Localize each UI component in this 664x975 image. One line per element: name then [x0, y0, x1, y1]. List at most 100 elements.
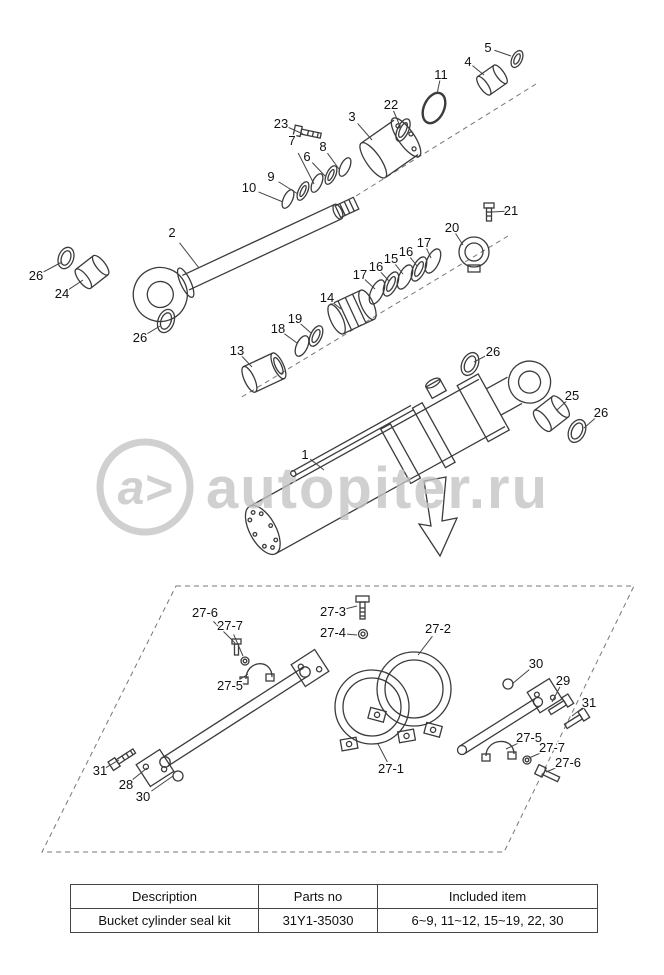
leader-line-26	[145, 325, 161, 336]
leader-line-5	[494, 49, 512, 57]
part-callout-27-6: 27-6	[192, 605, 218, 620]
part-washer-27-7-left	[240, 656, 250, 666]
part-callout-16: 16	[369, 259, 383, 274]
part-seal-stack-15-17	[368, 248, 442, 305]
part-callout-10: 10	[242, 180, 256, 195]
part-callout-17: 17	[417, 235, 431, 250]
cell-parts-no: 31Y1-35030	[258, 908, 378, 933]
watermark: a> autopiter.ru	[96, 438, 549, 536]
leader-line-27-6	[545, 765, 563, 773]
part-callout-27-2: 27-2	[425, 621, 451, 636]
watermark-site: autopiter.ru	[206, 456, 549, 521]
part-ring-26-rodeye	[156, 308, 176, 334]
leader-line-25	[556, 399, 569, 411]
part-callout-15: 15	[384, 251, 398, 266]
part-callout-9: 9	[267, 169, 274, 184]
part-oring-11	[421, 91, 447, 125]
part-clamp-27-2	[367, 651, 452, 739]
part-clamp-20	[458, 236, 490, 273]
part-callout-27-7: 27-7	[539, 740, 565, 755]
leader-line-24	[67, 279, 84, 291]
leader-line-16	[379, 270, 390, 282]
leader-line-10	[258, 191, 284, 203]
leader-line-26	[43, 261, 63, 273]
part-callout-11: 11	[434, 67, 448, 82]
leader-line-27-5	[234, 673, 249, 684]
leader-line-18	[283, 332, 298, 344]
leader-line-30	[511, 669, 530, 685]
part-callout-14: 14	[320, 290, 334, 305]
part-callout-30: 30	[136, 789, 150, 804]
part-callout-27-4: 27-4	[320, 625, 346, 640]
part-ring-26-right	[567, 418, 587, 444]
part-bolt-27-6-right	[533, 763, 561, 783]
part-callout-6: 6	[303, 149, 310, 164]
leader-line-27-1	[377, 743, 388, 763]
part-callout-21: 21	[504, 203, 518, 218]
part-callout-26: 26	[133, 330, 147, 345]
leader-line-9	[278, 181, 299, 195]
table-header-row: Description Parts no Included item	[70, 884, 598, 909]
part-plate-28	[135, 748, 175, 788]
leader-line-27-5	[505, 740, 523, 750]
leader-line-15	[393, 262, 404, 275]
flow-arrow	[417, 476, 459, 558]
watermark-logo-circle	[96, 438, 194, 536]
part-bolt-27-6-left	[231, 638, 242, 656]
part-band-link-left	[159, 648, 330, 768]
part-callout-28: 28	[119, 777, 133, 792]
part-callout-16: 16	[399, 244, 413, 259]
leader-line-17	[425, 246, 432, 259]
col-parts-no: Parts no	[258, 884, 378, 909]
part-bushing-24	[74, 254, 110, 290]
part-bushing-4	[476, 64, 508, 96]
leader-line-7	[297, 152, 315, 185]
part-ring-19	[308, 325, 324, 347]
part-clamp-27-1	[334, 669, 417, 752]
part-callout-4: 4	[464, 54, 471, 69]
leader-line-11	[436, 80, 441, 95]
leader-line-30	[151, 775, 174, 792]
part-ring-18	[294, 335, 310, 357]
part-callout-31: 31	[93, 763, 107, 778]
leader-line-27-2	[417, 635, 433, 656]
part-ring-26-left	[57, 246, 75, 270]
part-washer-27-4	[357, 628, 369, 640]
leader-line-2	[179, 242, 200, 269]
part-callout-22: 22	[384, 97, 398, 112]
part-bolt-29	[547, 693, 575, 716]
cell-included-item: 6~9, 11~12, 15~19, 22, 30	[377, 908, 598, 933]
part-callout-1: 1	[301, 447, 308, 462]
part-ring-22	[395, 118, 411, 142]
part-callout-7: 7	[288, 133, 295, 148]
part-callout-27-7: 27-7	[217, 618, 243, 633]
part-washer-27-7-right	[522, 755, 532, 765]
part-callout-20: 20	[445, 220, 459, 235]
leader-line-31	[105, 759, 120, 769]
leader-line-23	[286, 126, 304, 135]
leader-line-27-7	[233, 634, 244, 657]
leader-line-13	[240, 355, 253, 368]
leader-line-28	[131, 767, 148, 781]
part-ring-30-right	[502, 678, 514, 690]
part-clamp-27-5-right	[481, 740, 517, 762]
leader-line-27-7	[528, 750, 546, 759]
leader-line-29	[551, 686, 561, 703]
leader-line-20	[454, 232, 464, 246]
leader-line-26	[473, 354, 488, 363]
part-callout-25: 25	[565, 388, 579, 403]
part-gland-3	[359, 117, 422, 179]
part-callout-3: 3	[348, 109, 355, 124]
leader-line-14	[330, 300, 342, 310]
leader-line-16	[408, 255, 418, 267]
part-callout-18: 18	[271, 321, 285, 336]
part-band-link-right	[456, 677, 563, 756]
part-bolt-27-3	[355, 595, 370, 620]
part-callout-8: 8	[319, 139, 326, 154]
part-callout-26: 26	[29, 268, 43, 283]
table-row: Bucket cylinder seal kit 31Y1-35030 6~9,…	[70, 908, 598, 933]
part-piston-rod-2	[132, 196, 360, 323]
part-callout-27-6: 27-6	[555, 755, 581, 770]
